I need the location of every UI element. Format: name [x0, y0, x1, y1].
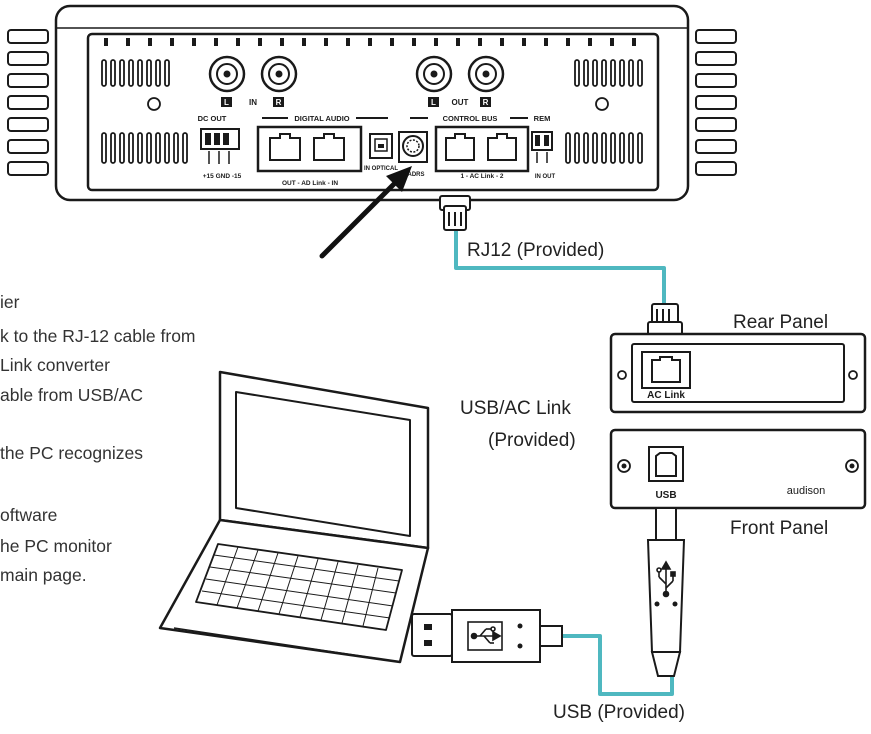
instruction-line: the PC recognizes: [0, 443, 143, 463]
usb-ac-link-cable-label: USB/AC Link: [460, 398, 571, 419]
dc-out-terminal: [200, 128, 240, 164]
rca-output-jacks: [415, 55, 505, 93]
ac-link-port: [641, 351, 691, 389]
label-rem-pins: IN OUT: [535, 174, 556, 180]
front-panel-title: Front Panel: [730, 518, 829, 539]
rj12-plug-amplifier: [439, 195, 471, 231]
label-out-right: R: [483, 98, 489, 107]
ac-link-ports: [434, 125, 530, 173]
instruction-line: k to the RJ-12 cable from: [0, 326, 196, 346]
usb-symbol-icon: [467, 621, 503, 651]
pointer-arrow-icon: [319, 166, 412, 259]
converter-front-panel: [609, 428, 867, 510]
heatsink-left: [7, 29, 49, 176]
usb-b-port: [648, 446, 684, 482]
vent-slots-lower-left: [101, 132, 188, 164]
label-control-bus: CONTROL BUS: [443, 114, 498, 123]
label-rem: REM: [534, 114, 551, 123]
label-in-right: R: [276, 98, 282, 107]
label-in: IN: [249, 98, 257, 107]
usb-symbol-icon: [656, 560, 676, 598]
label-ad-link: OUT - AD Link - IN: [282, 180, 338, 187]
label-optical: IN OPTICAL: [364, 166, 398, 172]
label-dc-pins: +15 GND -15: [203, 173, 242, 180]
rj12-plug-converter: [647, 303, 683, 337]
instruction-line: he PC monitor: [0, 536, 112, 556]
rem-terminal: [531, 131, 553, 163]
front-port-label: USB: [655, 490, 676, 501]
instruction-line: ier: [0, 292, 20, 312]
usb-ac-link-converter: AC Link USB audison: [609, 332, 867, 510]
heatsink-right: [695, 29, 737, 176]
rj12-cable-label: RJ12 (Provided): [467, 240, 605, 261]
brand-logo: audison: [787, 485, 826, 497]
rj12-cable: [454, 226, 666, 308]
usb-cable: [558, 634, 674, 696]
vent-slots-upper-left: [101, 59, 170, 87]
usb-cable-label: USB (Provided): [553, 702, 685, 723]
instruction-line: main page.: [0, 565, 87, 585]
label-ac-link-ports: 1 - AC Link - 2: [460, 173, 503, 180]
rca-input-jacks: [208, 55, 298, 93]
laptop-icon: [158, 370, 430, 664]
usb-ac-link-cable-label-provided: (Provided): [488, 430, 576, 451]
screw-hole-icon: [595, 97, 609, 111]
instruction-line: Link converter: [0, 355, 110, 375]
chassis-tick-row: [104, 38, 636, 46]
converter-rear-panel: [609, 332, 867, 414]
label-out: OUT: [452, 98, 469, 107]
amplifier: L IN R L OUT R DC OUT DIGITAL AUDIO CONT…: [7, 4, 737, 202]
label-digital-audio: DIGITAL AUDIO: [294, 114, 349, 123]
screw-hole-icon: [147, 97, 161, 111]
rear-port-label: AC Link: [647, 390, 685, 401]
label-adrs: ADRS: [407, 172, 424, 178]
optical-input: [369, 133, 393, 159]
ad-link-ports: [256, 125, 363, 173]
vent-slots-upper-right: [574, 59, 643, 87]
label-in-left: L: [224, 98, 229, 107]
label-out-left: L: [431, 98, 436, 107]
instruction-line: oftware: [0, 505, 58, 525]
vent-slots-lower-right: [565, 132, 643, 164]
instruction-line: able from USB/AC: [0, 385, 143, 405]
adrs-selector: [398, 131, 428, 163]
rear-panel-title: Rear Panel: [733, 312, 829, 333]
label-dc-out: DC OUT: [198, 114, 227, 123]
